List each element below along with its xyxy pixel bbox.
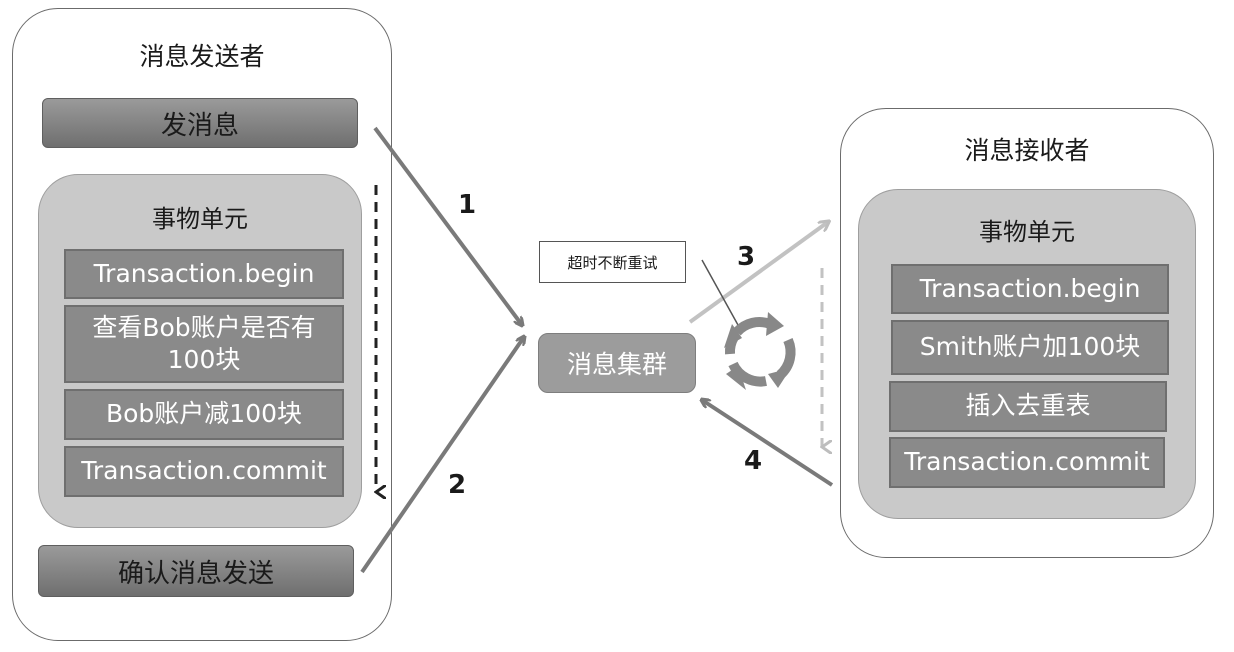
retry-cycle-icon <box>724 312 796 390</box>
receiver-step-begin: Transaction.begin <box>891 264 1169 314</box>
sender-title: 消息发送者 <box>139 42 265 71</box>
sender-unit-title: 事物单元 <box>152 205 248 233</box>
flow-number-2: 2 <box>448 470 467 500</box>
receiver-title: 消息接收者 <box>964 136 1090 165</box>
sender-step-check-balance-text: 查看Bob账户是否有100块 <box>92 312 316 375</box>
send-message-button[interactable]: 发消息 <box>42 98 358 148</box>
arrow-1 <box>373 126 522 325</box>
sender-step-check-balance: 查看Bob账户是否有100块 <box>64 305 344 383</box>
arrow-4 <box>702 400 834 487</box>
retry-note: 超时不断重试 <box>539 241 686 283</box>
retry-note-pointer <box>701 259 739 326</box>
flow-number-4: 4 <box>744 446 763 476</box>
flow-number-1: 1 <box>458 190 477 220</box>
flow-number-3: 3 <box>737 242 756 272</box>
sender-step-commit: Transaction.commit <box>64 446 344 497</box>
receiver-step-commit: Transaction.commit <box>889 437 1165 488</box>
message-cluster: 消息集群 <box>538 333 696 393</box>
arrow-3 <box>688 222 828 324</box>
receiver-step-credit: Smith账户加100块 <box>891 320 1169 375</box>
sender-step-begin: Transaction.begin <box>64 249 344 299</box>
receiver-step-dedup-insert: 插入去重表 <box>889 381 1167 432</box>
receiver-unit-title: 事物单元 <box>979 218 1075 246</box>
sender-step-deduct: Bob账户减100块 <box>64 389 344 440</box>
confirm-send-button[interactable]: 确认消息发送 <box>38 545 354 597</box>
arrow-2 <box>360 337 524 574</box>
